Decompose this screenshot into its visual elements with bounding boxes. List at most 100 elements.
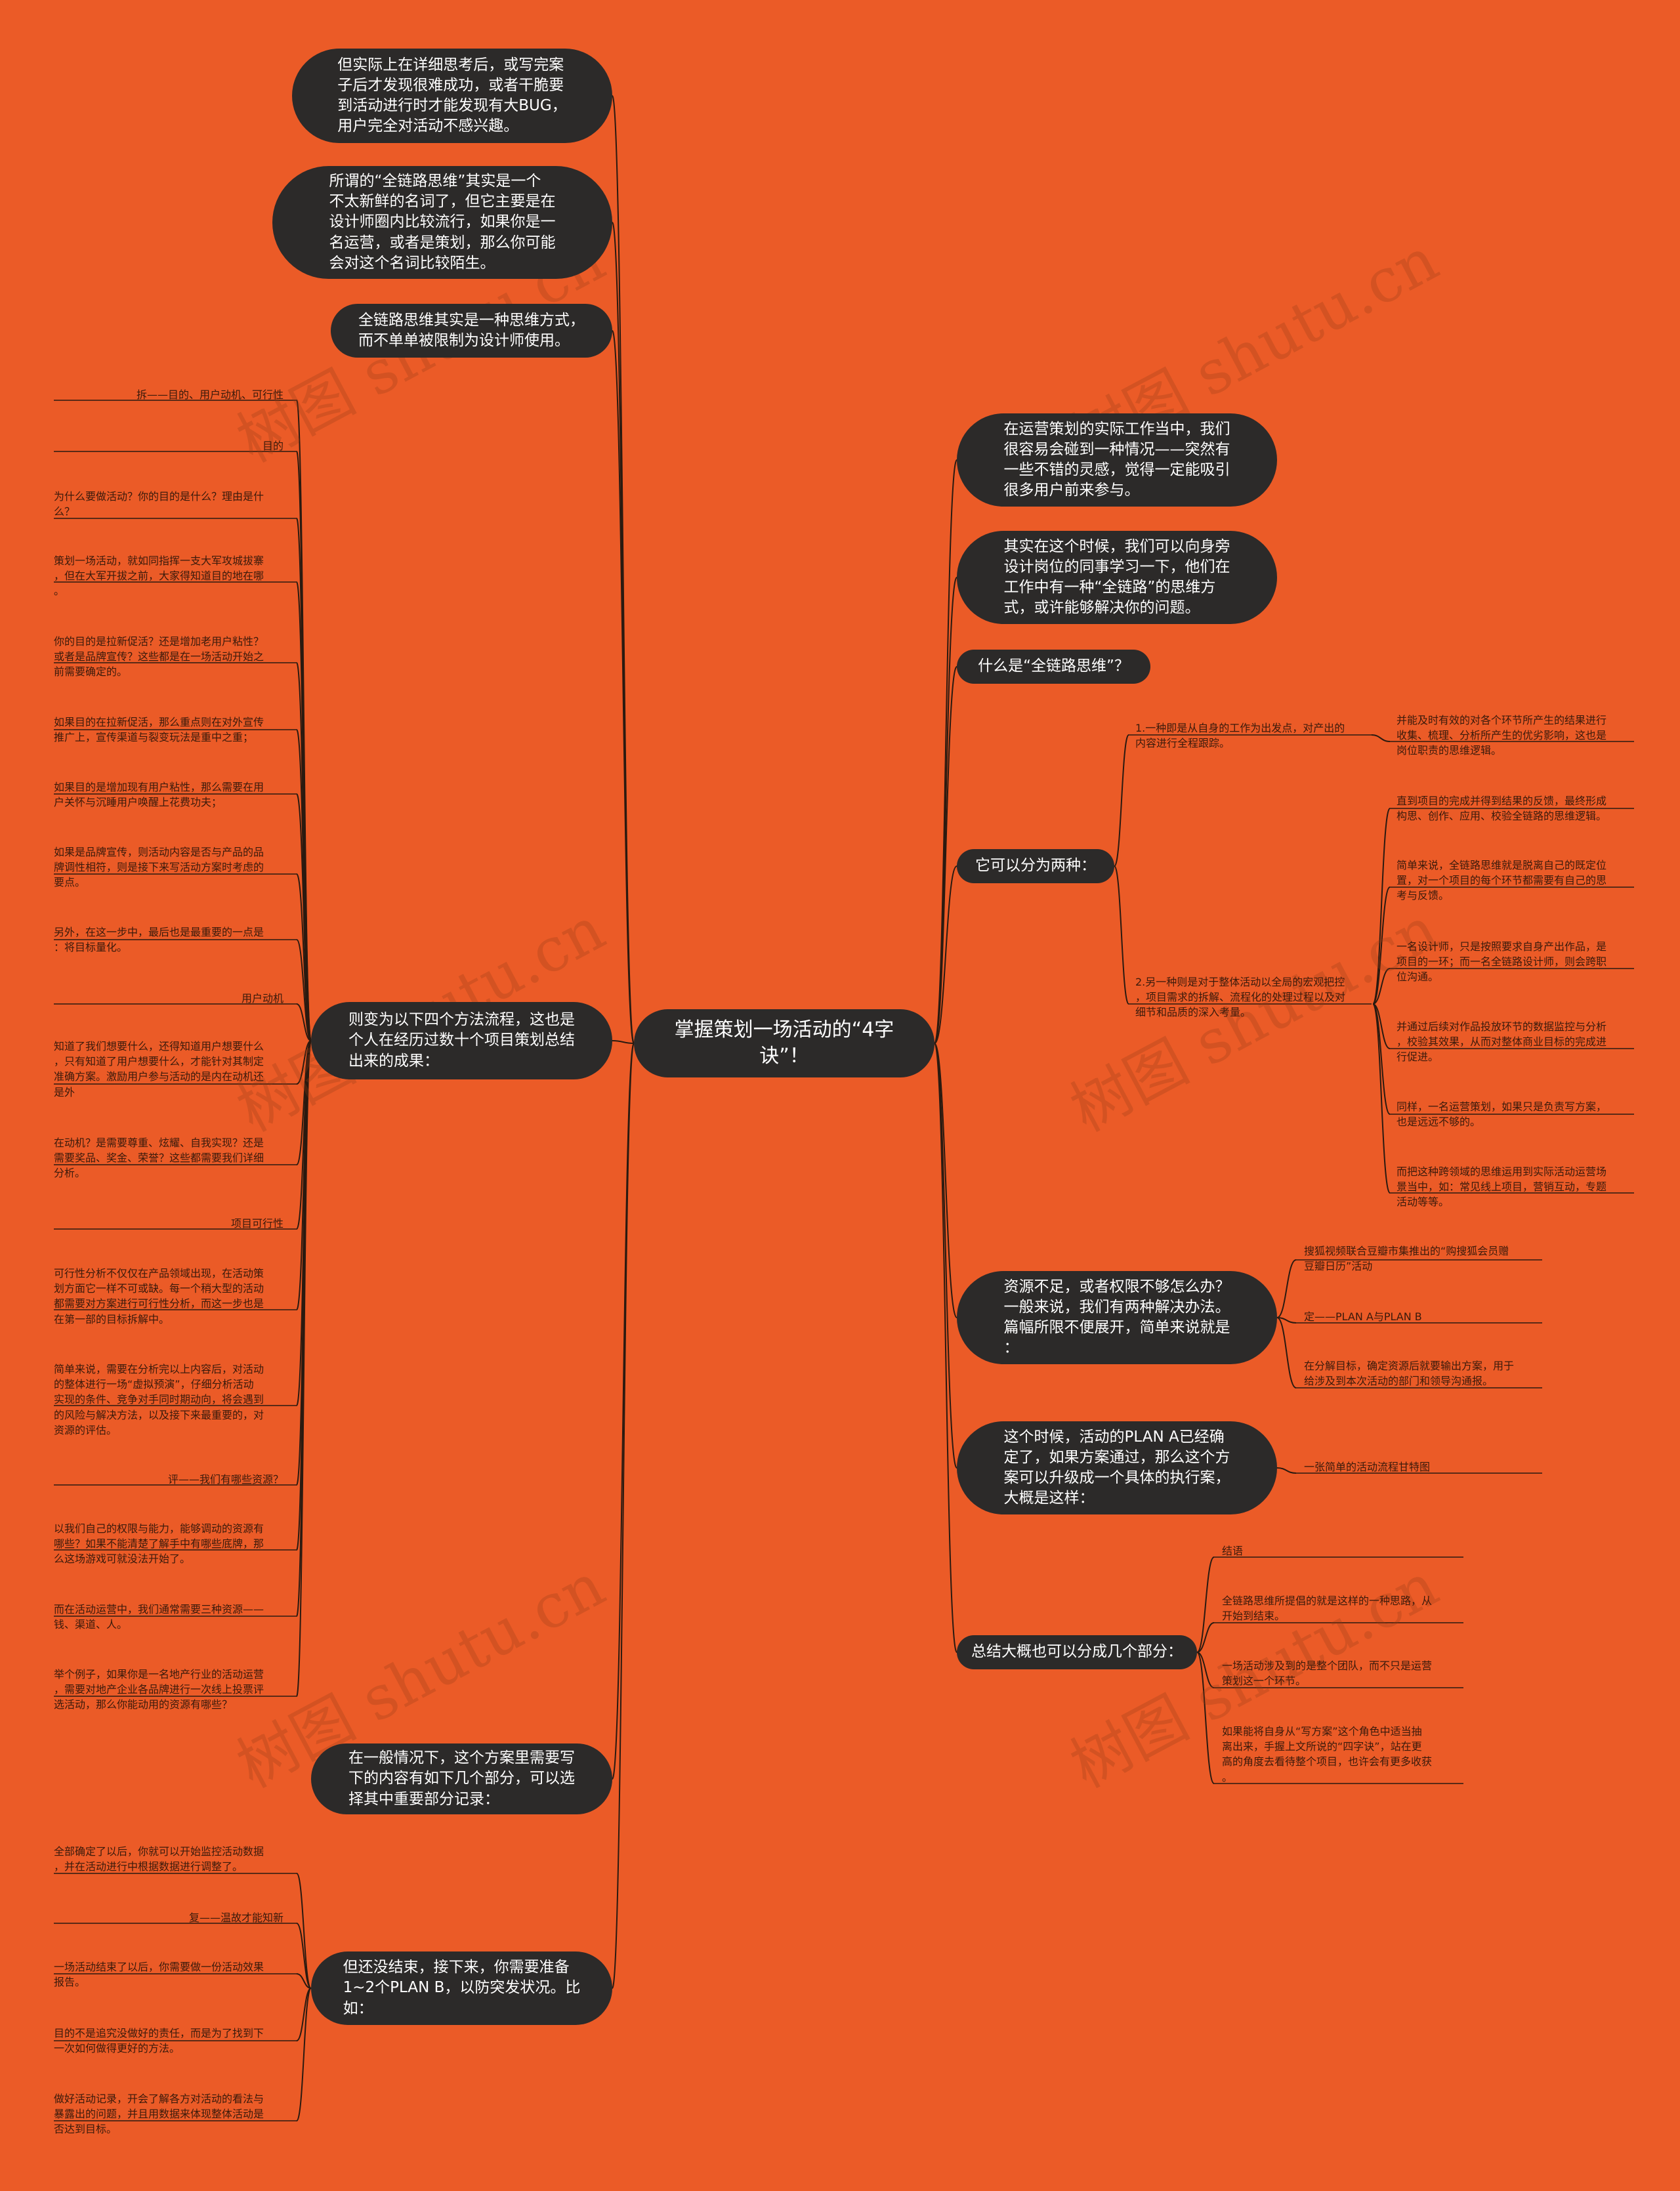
leaf-text: 做好活动记录，开会了解各方对活动的看法与 暴露出的问题，并且用数据来体现整体活动… — [54, 2093, 264, 2136]
leaf-text: 直到项目的完成并得到结果的反馈，最终形成 构思、创作、应用、校验全链路的思维逻辑… — [1396, 795, 1607, 823]
connector-line — [612, 330, 635, 1044]
leaf-text: 一名设计师，只是按照要求自身产出作品，是 项目的一环；而一名全链路设计师，则会跨… — [1396, 940, 1607, 984]
connector-line — [296, 1040, 312, 1085]
leaf-text: 而在活动运营中，我们通常需要三种资源—— 钱、渠道、人。 — [54, 1603, 264, 1631]
right-branch-node[interactable]: 这个时候，活动的PLAN A已经确 定了，如果方案通过，那么这个方 案可以升级成… — [957, 1421, 1277, 1514]
connector-line — [934, 577, 957, 1044]
connector-line — [934, 666, 957, 1044]
connector-line — [1276, 1467, 1297, 1474]
right-branch-node[interactable]: 资源不足，或者权限不够怎么办？ 一般来说，我们有两种解决办法。 篇幅所限不便展开… — [957, 1271, 1277, 1364]
right-branch-node[interactable]: 它可以分为两种： — [957, 849, 1114, 883]
leaf-text: 结语 — [1222, 1545, 1244, 1557]
leaf-text: 如果目的在拉新促活，那么重点则在对外宣传 推广上，宣传渠道与裂变玩法是重中之重； — [54, 716, 264, 744]
leaf-text: 在分解目标，确定资源后就要输出方案，用于 给涉及到本次活动的部门和领导沟通报。 — [1304, 1360, 1515, 1388]
right-branch-node[interactable]: 在运营策划的实际工作当中，我们 很容易会碰到一种情况——突然有 一些不错的灵感，… — [957, 413, 1277, 507]
left-branch-node[interactable]: 但还没结束，接下来，你需要准备 1~2个PLAN B，以防突发状况。比 如： — [311, 1951, 612, 2025]
right-branch-node[interactable]: 总结大概也可以分成几个部分： — [957, 1635, 1197, 1669]
root-topic-label: 掌握策划一场活动的“4字 诀”！ — [674, 1018, 894, 1068]
connector-line — [612, 1043, 635, 1780]
left-branch-node[interactable]: 全链路思维其实是一种思维方式， 而不单单被限制为设计师使用。 — [331, 304, 612, 358]
leaf-text: 另外，在这一步中，最后也是最重要的一点是 ：将目标量化。 — [54, 926, 264, 954]
leaf-text: 一张简单的活动流程甘特图 — [1304, 1461, 1431, 1473]
branch-label: 其实在这个时候，我们可以向身旁 设计岗位的同事学习一下，他们在 工作中有一种“全… — [1003, 537, 1230, 617]
branch-label: 资源不足，或者权限不够怎么办？ 一般来说，我们有两种解决办法。 篇幅所限不便展开… — [1003, 1278, 1230, 1357]
leaf-text: 你的目的是拉新促活？还是增加老用户粘性？ 或者是品牌宣传？这些都是在一场活动开始… — [54, 635, 264, 678]
connector-line — [934, 1043, 957, 1469]
connector-line — [612, 95, 635, 1044]
leaf-text: 评——我们有哪些资源？ — [167, 1473, 284, 1486]
connector-line — [1196, 1622, 1215, 1653]
leaf-text: 用户动机 — [241, 992, 284, 1005]
leaf-text: 目的 — [262, 440, 284, 452]
leaf-text: 全部确定了以后，你就可以开始监控活动数据 ，并在活动进行中根据数据进行调整了。 — [54, 1845, 264, 1873]
connector-line — [1372, 968, 1391, 1005]
branch-label: 在一般情况下，这个方案里需要写 下的内容有如下几个部分，可以选 择其中重要部分记… — [348, 1749, 575, 1808]
connector-line — [1196, 1556, 1215, 1653]
connector-line — [296, 1873, 312, 1989]
root-topic[interactable]: 掌握策划一场活动的“4字 诀”！ — [634, 1009, 934, 1077]
connector-line — [934, 866, 957, 1044]
connector-line — [934, 1043, 957, 1653]
connector-line — [296, 1040, 312, 1697]
leaf-text: 举个例子，如果你是一名地产行业的活动运营 ，需要对地产企业各品牌进行一次线上投票… — [54, 1668, 264, 1711]
connector-line — [1372, 1003, 1391, 1049]
leaf-text: 在动机？是需要尊重、炫耀、自我实现？还是 需要奖品、奖金、荣誉？这些都需要我们详… — [54, 1137, 264, 1180]
connector-line — [1114, 734, 1129, 867]
leaf-text: 2.另一种则是对于整体活动以全局的宏观把控 ，项目需求的拆解、流程化的处理过程以… — [1135, 976, 1346, 1019]
connector-line — [296, 1923, 312, 1989]
leaf-text: 一场活动涉及到的是整个团队，而不只是运营 策划这一个环节。 — [1222, 1659, 1433, 1688]
leaf-text: 知道了我们想要什么，还得知道用户想要什么 ，只有知道了用户想要什么，才能针对其制… — [54, 1040, 264, 1098]
leaf-text: 项目可行性 — [230, 1217, 284, 1230]
left-branch-node[interactable]: 所谓的“全链路思维”其实是一个 不太新鲜的名词了，但它主要是在 设计师圈内比较流… — [272, 166, 612, 279]
branch-label: 什么是“全链路思维”？ — [978, 657, 1129, 675]
leaf-text: 简单来说，需要在分析完以上内容后，对活动 的整体进行一场“虚拟预演”，仔细分析活… — [54, 1363, 264, 1436]
leaf-text: 同样，一名运营策划，如果只是负责写方案， 也是远远不够的。 — [1396, 1100, 1607, 1129]
leaf-text: 可行性分析不仅仅在产品领域出现，在活动策 划方面它一样不可或缺。每一个稍大型的活… — [54, 1267, 264, 1325]
leaf-text: 如果目的是增加现有用户粘性，那么需要在用 户关怀与沉睡用户唤醒上花费功夫； — [54, 781, 264, 809]
connector-line — [1276, 1259, 1297, 1318]
leaf-text: 1.一种即是从自身的工作为出发点，对产出的 内容进行全程跟踪。 — [1135, 722, 1345, 750]
connector-line — [296, 1988, 312, 2121]
left-branch-node[interactable]: 在一般情况下，这个方案里需要写 下的内容有如下几个部分，可以选 择其中重要部分记… — [311, 1743, 612, 1814]
connector-line — [1371, 734, 1391, 742]
branch-label: 但实际上在详细思考后，或写完案 子后才发现很难成功，或者干脆要 到活动进行时才能… — [337, 56, 567, 135]
leaf-text: 如果能将自身从“写方案”这个角色中适当抽 离出来，手握上文所说的“四字诀”，站在… — [1222, 1725, 1433, 1784]
connector-line — [1196, 1652, 1215, 1688]
leaf-text: 定——PLAN A与PLAN B — [1304, 1310, 1422, 1323]
branch-label: 它可以分为两种： — [975, 857, 1096, 875]
connector-line — [612, 1043, 635, 1989]
leaf-text: 简单来说，全链路思维就是脱离自己的既定位 置，对一个项目的每个环节都需要有自己的… — [1396, 859, 1607, 902]
connector-line — [1276, 1317, 1297, 1324]
right-branch-node[interactable]: 什么是“全链路思维”？ — [957, 650, 1150, 684]
connector-line — [612, 222, 635, 1044]
leaf-text: 复——温故才能知新 — [188, 1911, 284, 1924]
connector-line — [296, 1973, 312, 1989]
leaf-text: 并通过后续对作品投放环节的数据监控与分析 ，校验其效果，从而对整体商业目标的完成… — [1396, 1020, 1607, 1064]
connector-line — [296, 939, 312, 1041]
connector-line — [1196, 1652, 1215, 1784]
leaf-text: 全链路思维所提倡的就是这样的一种思路，从 开始到结束。 — [1222, 1595, 1433, 1623]
left-branch-node[interactable]: 但实际上在详细思考后，或写完案 子后才发现很难成功，或者干脆要 到活动进行时才能… — [292, 49, 612, 143]
branch-label: 全链路思维其实是一种思维方式， 而不单单被限制为设计师使用。 — [358, 311, 585, 349]
branch-label: 在运营策划的实际工作当中，我们 很容易会碰到一种情况——突然有 一些不错的灵感，… — [1003, 420, 1230, 499]
branch-label: 这个时候，活动的PLAN A已经确 定了，如果方案通过，那么这个方 案可以升级成… — [1003, 1428, 1230, 1507]
connector-line — [296, 1003, 312, 1041]
left-branch-node[interactable]: 则变为以下四个方法流程，这也是 个人在经历过数十个项目策划总结 出来的成果： — [311, 1002, 612, 1079]
connector-line — [296, 1988, 312, 2041]
leaf-text: 搜狐视频联合豆瓣市集推出的“购搜狐会员赠 豆瓣日历”活动 — [1304, 1245, 1509, 1273]
connector-line — [934, 1043, 957, 1318]
connector-line — [1276, 1317, 1297, 1388]
leaf-text: 并能及时有效的对各个环节所产生的结果进行 收集、梳理、分析所产生的优劣影响，这也… — [1396, 714, 1607, 757]
connector-line — [296, 873, 312, 1041]
branch-label: 所谓的“全链路思维”其实是一个 不太新鲜的名词了，但它主要是在 设计师圈内比较流… — [329, 173, 556, 272]
connector-line — [1372, 1003, 1391, 1115]
connector-line — [612, 1040, 635, 1044]
connector-line — [1372, 1003, 1391, 1194]
leaf-text: 拆——目的、用户动机、可行性 — [136, 388, 284, 401]
connector-line — [1114, 866, 1129, 1005]
connector-line — [1372, 887, 1391, 1005]
right-branch-node[interactable]: 其实在这个时候，我们可以向身旁 设计岗位的同事学习一下，他们在 工作中有一种“全… — [957, 531, 1277, 624]
branch-label: 则变为以下四个方法流程，这也是 个人在经历过数十个项目策划总结 出来的成果： — [348, 1011, 575, 1070]
branch-label: 总结大概也可以分成几个部分： — [971, 1643, 1183, 1661]
